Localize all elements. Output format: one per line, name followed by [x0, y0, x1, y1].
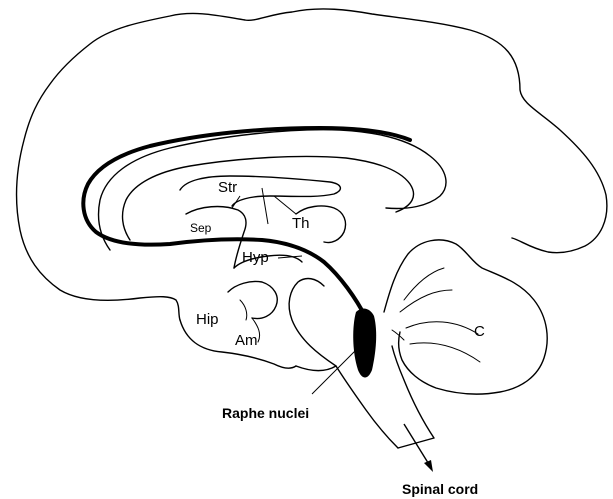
ventricle-outline	[180, 176, 340, 206]
label-raphe: Raphe nuclei	[222, 405, 309, 421]
label-spinal: Spinal cord	[402, 481, 478, 497]
str-pointer-a	[232, 196, 240, 208]
hippocampus-outline	[228, 281, 277, 318]
cerebellum-outline	[384, 240, 547, 394]
spinal-cord-outline	[392, 346, 434, 448]
pons-outline	[289, 279, 336, 366]
corpus-callosum-inner	[123, 156, 414, 240]
brainstem-left	[296, 366, 398, 448]
str-pointer-b	[262, 188, 268, 224]
label-hip: Hip	[196, 311, 219, 328]
raphe-nuclei-shape	[353, 309, 376, 378]
label-sep: Sep	[190, 221, 212, 235]
label-str: Str	[218, 179, 237, 196]
label-am: Am	[235, 332, 258, 349]
label-th: Th	[292, 215, 310, 232]
label-hyp: Hyp	[242, 249, 269, 266]
spinal-arrow-head	[424, 460, 433, 472]
cerebellum-folia	[392, 268, 480, 362]
label-c: C	[474, 323, 485, 340]
th-pointer	[274, 196, 296, 214]
